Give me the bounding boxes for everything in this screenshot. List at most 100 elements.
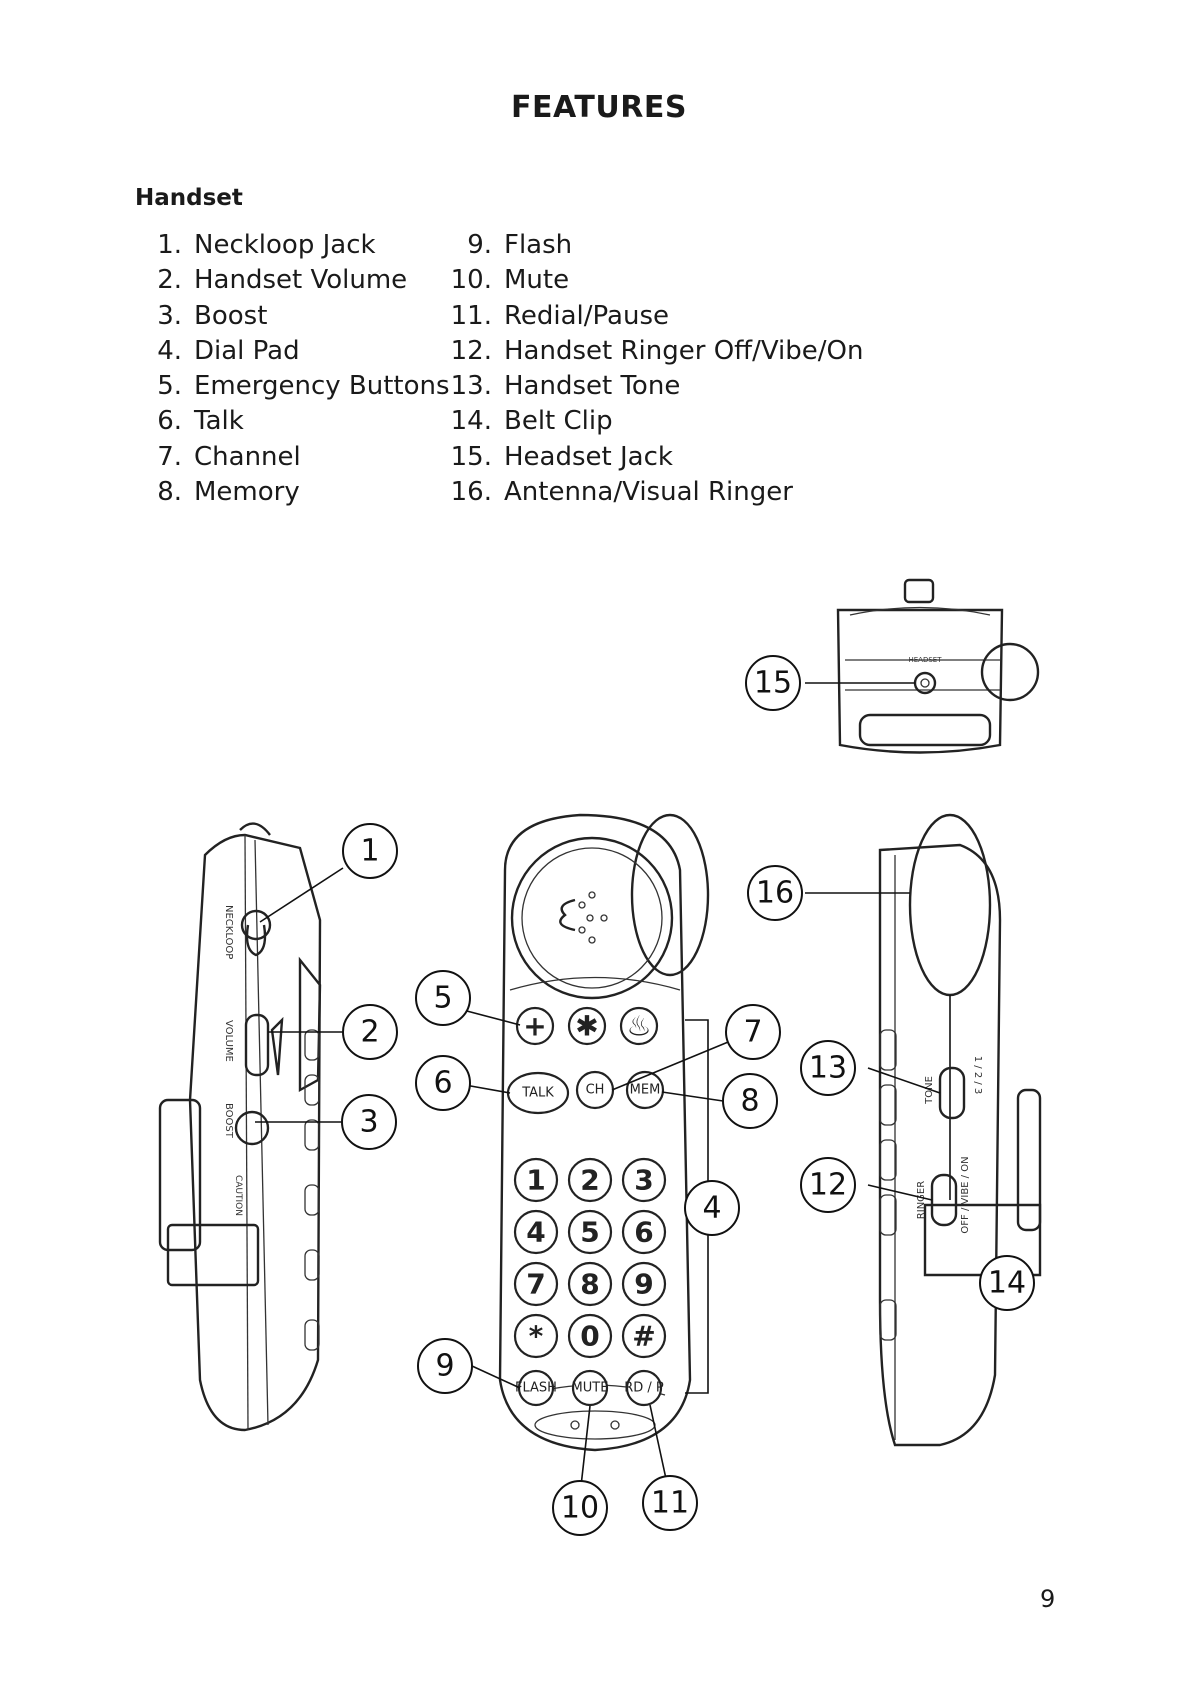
handset-top-view: HEADSET [836, 578, 1040, 754]
ringer-label: RINGER [916, 1181, 927, 1219]
svg-text:12: 12 [809, 1168, 847, 1203]
svg-text:5: 5 [433, 981, 452, 1016]
ringer-positions-label: OFF / VIBE / ON [960, 1156, 971, 1233]
svg-text:✱: ✱ [575, 1010, 598, 1043]
handset-left-view: NECKLOOP VOLUME BOOST CAUTION [158, 822, 322, 1432]
dial-key-7[interactable]: 7 [513, 1261, 559, 1307]
dial-key-1[interactable]: 1 [513, 1157, 559, 1203]
callout-8: 8 [722, 1073, 778, 1129]
callout-11: 11 [642, 1475, 698, 1531]
dial-key-8[interactable]: 8 [567, 1261, 613, 1307]
feature-item: 3.Boost [157, 300, 268, 331]
emergency-button-police[interactable]: ✱ [567, 1006, 607, 1046]
channel-button[interactable]: CH [575, 1070, 615, 1110]
dial-key-4[interactable]: 4 [513, 1209, 559, 1255]
feature-item: 15.Headset Jack [450, 441, 673, 472]
svg-text:3: 3 [634, 1164, 653, 1197]
tone-label: TONE [924, 1076, 935, 1105]
feature-item: 14.Belt Clip [450, 406, 613, 437]
svg-text:14: 14 [988, 1266, 1026, 1301]
feature-item: 16.Antenna/Visual Ringer [450, 477, 793, 508]
svg-text:2: 2 [580, 1164, 599, 1197]
svg-text:7: 7 [743, 1015, 762, 1050]
emergency-button-fire[interactable]: ♨ [619, 1006, 659, 1046]
svg-text:MUTE: MUTE [572, 1381, 609, 1396]
dial-key-hash[interactable]: # [621, 1313, 667, 1359]
emergency-button-medical[interactable]: + [515, 1006, 555, 1046]
feature-list-right: 9.Flash 10.Mute 11.Redial/Pause 12.Hands… [440, 228, 864, 510]
callout-1: 1 [342, 823, 398, 879]
svg-text:4: 4 [526, 1216, 545, 1249]
svg-text:*: * [529, 1320, 544, 1353]
dial-key-3[interactable]: 3 [621, 1157, 667, 1203]
svg-text:9: 9 [435, 1349, 454, 1384]
svg-text:15: 15 [754, 666, 792, 701]
dial-key-5[interactable]: 5 [567, 1209, 613, 1255]
redial-pause-button[interactable]: RD / P [624, 1369, 664, 1407]
svg-text:♨: ♨ [626, 1010, 651, 1043]
callout-14: 14 [979, 1255, 1035, 1311]
callout-3: 3 [341, 1094, 397, 1150]
page-number: 9 [1040, 1585, 1056, 1613]
feature-item: 12.Handset Ringer Off/Vibe/On [450, 335, 864, 366]
callout-5: 5 [415, 970, 471, 1026]
flash-button[interactable]: FLASH [515, 1369, 557, 1407]
callout-12: 12 [800, 1157, 856, 1213]
svg-text:1: 1 [360, 834, 379, 869]
neckloop-label: NECKLOOP [223, 905, 234, 959]
volume-label: VOLUME [223, 1020, 234, 1062]
dial-key-9[interactable]: 9 [621, 1261, 667, 1307]
svg-text:0: 0 [580, 1320, 599, 1353]
tone-positions-label: 1 / 2 / 3 [972, 1056, 983, 1095]
svg-text:6: 6 [634, 1216, 653, 1249]
svg-text:9: 9 [634, 1268, 653, 1301]
callout-13: 13 [800, 1040, 856, 1096]
callout-9: 9 [417, 1338, 473, 1394]
dial-key-star[interactable]: * [513, 1313, 559, 1359]
svg-text:RD / P: RD / P [624, 1381, 664, 1396]
feature-item: 9.Flash [467, 230, 573, 260]
svg-text:5: 5 [580, 1216, 599, 1249]
handset-front-view: + ✱ ♨ TALK CH MEM 1 2 3 4 5 6 7 8 9 * 0 … [498, 813, 710, 1452]
boost-label: BOOST [223, 1103, 234, 1139]
callout-6: 6 [415, 1055, 471, 1111]
svg-text:7: 7 [526, 1268, 545, 1301]
feature-item: 1.Neckloop Jack [157, 230, 376, 260]
talk-button[interactable]: TALK [506, 1071, 570, 1115]
feature-item: 10.Mute [450, 265, 570, 296]
callout-10: 10 [552, 1480, 608, 1536]
headset-label: HEADSET [908, 656, 942, 664]
feature-list-left: 1.Neckloop Jack 2.Handset Volume 3.Boost… [130, 228, 450, 510]
feature-item: 11.Redial/Pause [450, 300, 670, 331]
feature-item: 4.Dial Pad [157, 335, 300, 366]
feature-item: 5.Emergency Buttons [157, 371, 450, 402]
callout-15: 15 [745, 655, 801, 711]
svg-text:8: 8 [740, 1084, 759, 1119]
svg-text:TALK: TALK [521, 1086, 554, 1101]
svg-text:16: 16 [756, 876, 794, 911]
memory-button[interactable]: MEM [625, 1070, 665, 1110]
dial-key-0[interactable]: 0 [567, 1313, 613, 1359]
dial-key-2[interactable]: 2 [567, 1157, 613, 1203]
svg-text:+: + [523, 1010, 546, 1043]
callout-7: 7 [725, 1004, 781, 1060]
svg-text:6: 6 [433, 1066, 452, 1101]
callout-16: 16 [747, 865, 803, 921]
feature-item: 13.Handset Tone [450, 371, 681, 402]
svg-text:3: 3 [359, 1105, 378, 1140]
feature-item: 8.Memory [157, 477, 300, 508]
feature-item: 2.Handset Volume [157, 265, 408, 296]
mute-button[interactable]: MUTE [572, 1369, 609, 1407]
page-title: FEATURES [511, 90, 687, 125]
svg-text:1: 1 [526, 1164, 545, 1197]
svg-text:4: 4 [702, 1191, 721, 1226]
handset-right-view: TONE 1 / 2 / 3 RINGER OFF / VIBE / ON [878, 813, 1042, 1447]
dial-key-6[interactable]: 6 [621, 1209, 667, 1255]
svg-text:FLASH: FLASH [515, 1381, 557, 1396]
svg-text:#: # [632, 1320, 655, 1353]
svg-text:MEM: MEM [630, 1083, 661, 1098]
feature-item: 6.Talk [157, 406, 244, 437]
svg-text:13: 13 [809, 1051, 847, 1086]
leader-lines [255, 682, 1001, 1496]
